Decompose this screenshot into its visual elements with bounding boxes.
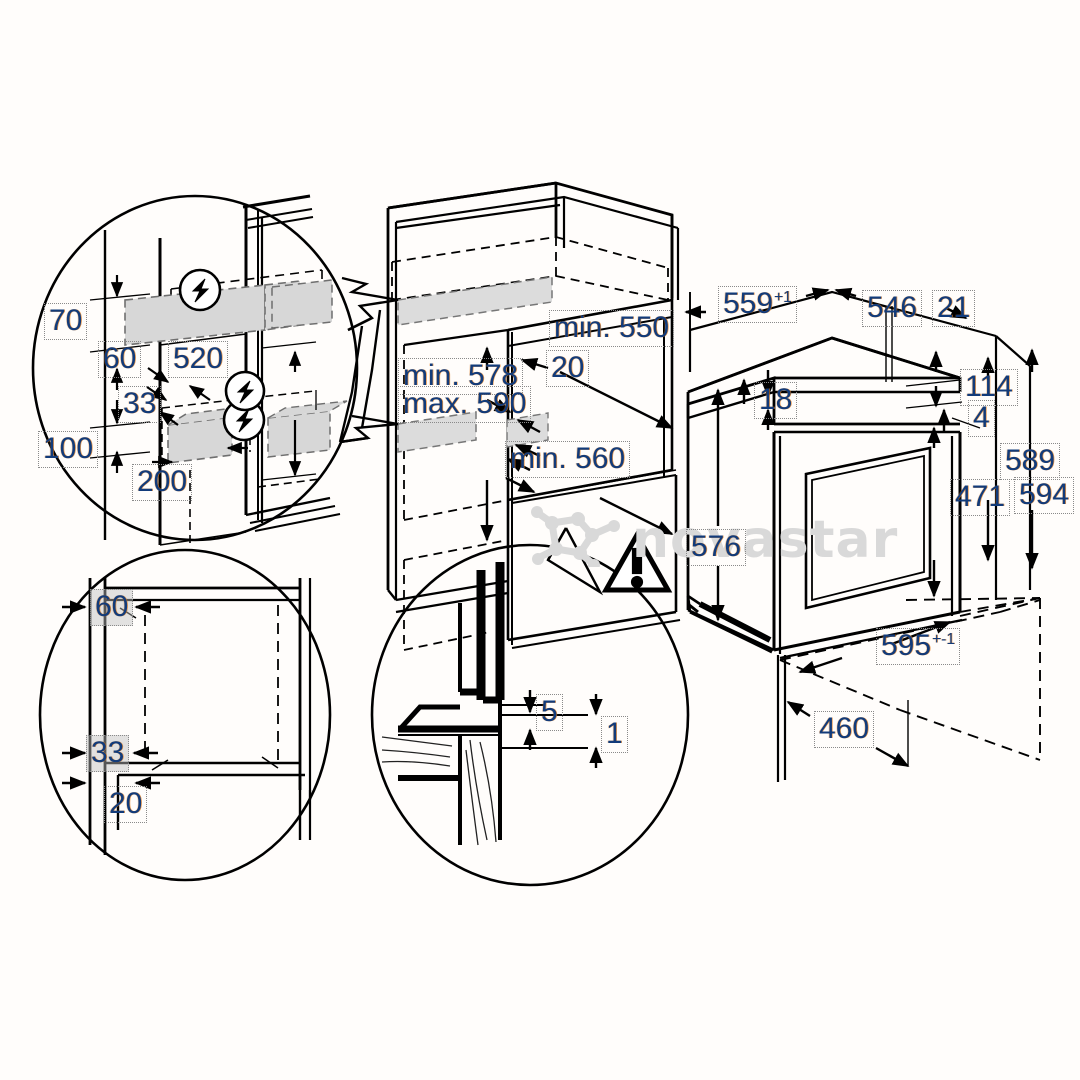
electrical-supply-icon-3 <box>224 370 266 412</box>
dim-100: 100 <box>38 431 99 468</box>
dim-460: 460 <box>814 711 875 748</box>
dim-4: 4 <box>968 400 995 437</box>
dim-20-niche: 20 <box>546 350 590 387</box>
dim-70: 70 <box>44 303 88 340</box>
watermark-text: novastar <box>632 510 899 570</box>
detail-top-left-content <box>89 194 348 548</box>
watermark-logo <box>531 506 620 567</box>
dim-21: 21 <box>932 290 976 327</box>
dim-min-578: min. 578 <box>398 358 524 395</box>
warning-icon <box>601 529 673 593</box>
dim-1: 1 <box>601 716 628 753</box>
dim-576: 576 <box>686 529 747 566</box>
dim-594: 594 <box>1014 477 1075 514</box>
dim-min-560: min. 560 <box>505 441 631 478</box>
dim-200: 200 <box>132 464 193 501</box>
dim-18: 18 <box>754 382 798 419</box>
dim-546: 546 <box>862 290 923 327</box>
dim-5: 5 <box>536 694 563 731</box>
dim-559-value: 559 <box>723 287 774 320</box>
dim-559-plus1: 559+1 <box>718 286 797 323</box>
dim-114: 114 <box>960 369 1018 406</box>
dim-60: 60 <box>98 341 142 378</box>
dim-595-pm1: 595+-1 <box>876 628 961 665</box>
detail-bottom-middle-content <box>381 529 673 846</box>
dim-595-value: 595 <box>881 629 932 662</box>
dim-60-clearance: 60 <box>90 589 134 626</box>
dim-min-550: min. 550 <box>549 310 675 347</box>
dim-595-tolerance: +-1 <box>932 631 956 648</box>
callout-connector-top <box>338 276 399 444</box>
electrical-supply-icon-1 <box>178 268 222 312</box>
dim-20-clearance: 20 <box>104 786 148 823</box>
cabinet-niche-linework <box>386 181 681 651</box>
dim-559-tolerance: +1 <box>774 289 792 306</box>
oven-unit-linework <box>684 287 1041 782</box>
detail-bottom-left-outline <box>38 548 332 882</box>
detail-bottom-middle-outline <box>370 543 690 887</box>
dim-33: 33 <box>118 386 162 423</box>
dim-471: 471 <box>950 479 1011 516</box>
dim-max-590: max. 590 <box>398 386 532 423</box>
dim-33-clearance: 33 <box>86 735 130 772</box>
dim-589: 589 <box>1000 443 1061 480</box>
dim-520: 520 <box>168 341 229 378</box>
